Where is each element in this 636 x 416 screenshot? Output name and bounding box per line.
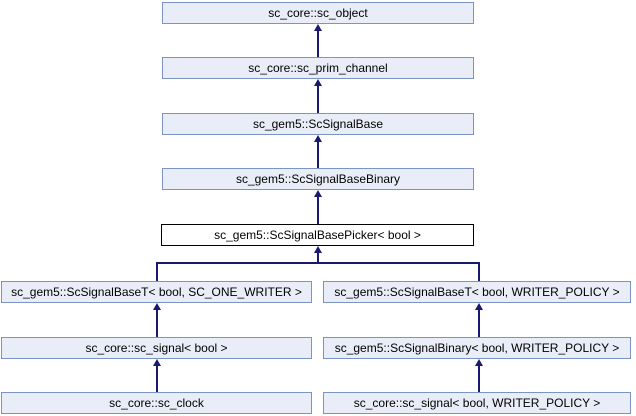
node-sc-gem5-scsignalbase[interactable]: sc_gem5::ScSignalBase <box>162 113 474 135</box>
arrowhead-up-icon <box>314 246 322 253</box>
edge-line <box>478 308 480 337</box>
node-sc-core-sc-signal-bool-writer-policy[interactable]: sc_core::sc_signal< bool, WRITER_POLICY … <box>323 392 631 414</box>
edge-line <box>317 140 319 168</box>
edge-line <box>156 364 158 392</box>
arrowhead-up-icon <box>475 359 483 366</box>
arrowhead-up-icon <box>314 135 322 142</box>
arrowhead-up-icon <box>314 24 322 31</box>
node-sc-core-sc-prim-channel[interactable]: sc_core::sc_prim_channel <box>162 57 474 79</box>
edge-line <box>317 195 319 224</box>
arrowhead-up-icon <box>314 190 322 197</box>
edge-split-line <box>156 262 480 264</box>
node-sc-core-sc-object[interactable]: sc_core::sc_object <box>162 2 474 24</box>
arrowhead-up-icon <box>153 303 161 310</box>
node-sc-core-sc-clock[interactable]: sc_core::sc_clock <box>1 392 312 414</box>
node-sc-gem5-scsignalbinary-bool-writer-policy[interactable]: sc_gem5::ScSignalBinary< bool, WRITER_PO… <box>323 337 631 359</box>
arrowhead-up-icon <box>475 303 483 310</box>
node-sc-core-sc-signal-bool[interactable]: sc_core::sc_signal< bool > <box>1 337 312 359</box>
edge-line <box>317 251 319 263</box>
edge-line <box>478 364 480 392</box>
node-sc-gem5-scsignalbaset-bool-sc-one-writer[interactable]: sc_gem5::ScSignalBaseT< bool, SC_ONE_WRI… <box>1 281 312 303</box>
node-sc-gem5-scsignalbaset-bool-writer-policy[interactable]: sc_gem5::ScSignalBaseT< bool, WRITER_POL… <box>323 281 631 303</box>
edge-line <box>317 84 319 113</box>
node-sc-gem5-scsignalbasebinary[interactable]: sc_gem5::ScSignalBaseBinary <box>162 168 474 190</box>
edge-line <box>478 262 480 281</box>
arrowhead-up-icon <box>153 359 161 366</box>
edge-line <box>156 308 158 337</box>
node-sc-gem5-scsignalbasepicker-bool-current: sc_gem5::ScSignalBasePicker< bool > <box>161 224 474 246</box>
arrowhead-up-icon <box>314 79 322 86</box>
edge-line <box>317 29 319 57</box>
edge-line <box>156 262 158 281</box>
